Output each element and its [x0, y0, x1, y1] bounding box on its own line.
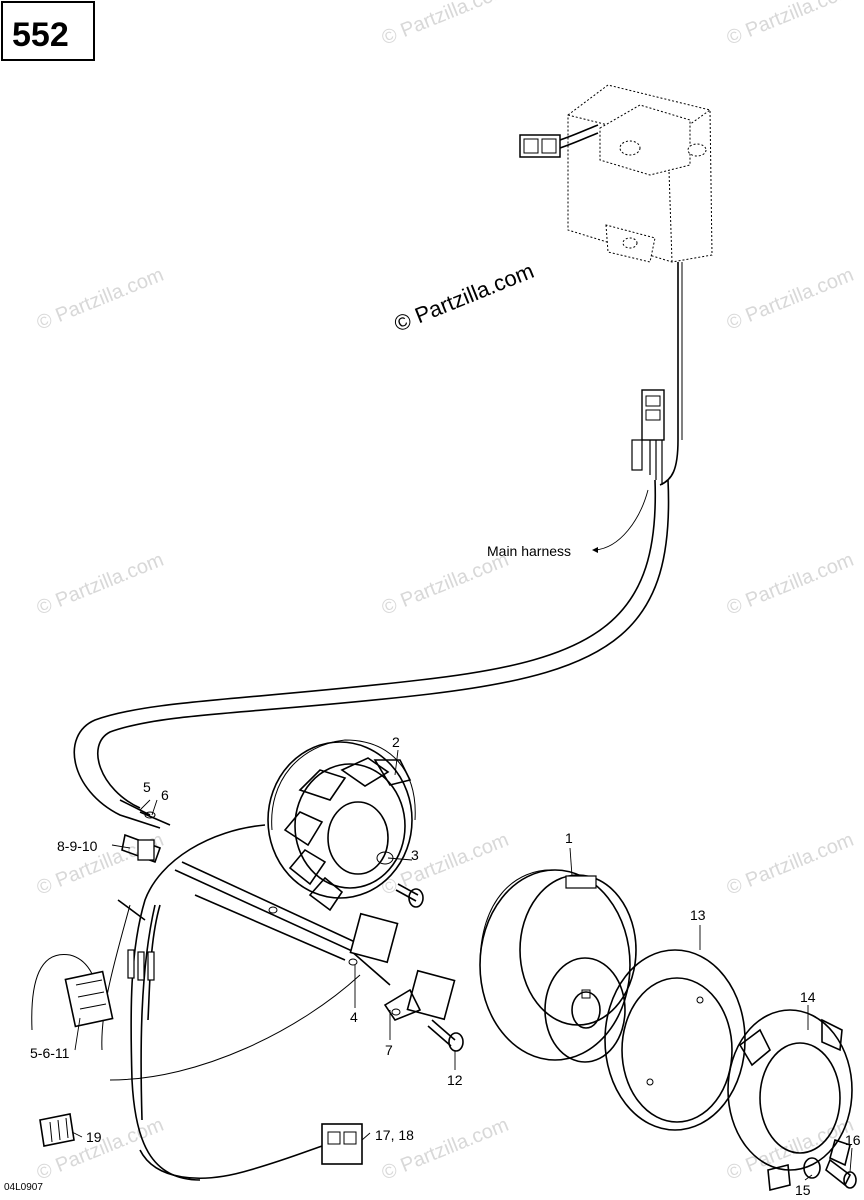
leader-lines: [71, 489, 853, 1181]
callout-labels: Main harness 1 2 3 4 5 6 7 8-9-10 5-6-11…: [4, 543, 861, 1198]
callout-16: 16: [845, 1132, 861, 1148]
callout-5-6-11: 5-6-11: [30, 1045, 70, 1061]
page-number: 552: [12, 16, 69, 54]
watermark: © Partzilla.com: [34, 264, 167, 335]
bolt-illustration: [395, 883, 424, 908]
watermark: © Partzilla.com: [379, 1114, 512, 1185]
callout-6: 6: [161, 787, 169, 803]
page-number-box: 552: [1, 1, 95, 61]
callout-15: 15: [795, 1182, 811, 1198]
watermark: © Partzilla.com: [724, 264, 857, 335]
screw-illustration: [803, 1157, 857, 1189]
watermark: © Partzilla.com: [724, 549, 857, 620]
watermark: © Partzilla.com: [379, 549, 512, 620]
starter-cover-illustration: [727, 1009, 853, 1192]
flywheel-illustration: [479, 869, 637, 1063]
watermark: © Partzilla.com: [724, 0, 857, 50]
callout-3: 3: [411, 847, 419, 863]
callout-5: 5: [143, 779, 151, 795]
callout-1: 1: [565, 830, 573, 846]
callout-7: 7: [385, 1042, 393, 1058]
watermark: © Partzilla.com: [724, 1114, 857, 1185]
callout-4: 4: [350, 1009, 358, 1025]
callout-8-9-10: 8-9-10: [57, 838, 98, 854]
callout-14: 14: [800, 989, 816, 1005]
callout-13: 13: [690, 907, 706, 923]
callout-19: 19: [86, 1129, 102, 1145]
figure-reference: 04L0907: [4, 1182, 43, 1193]
watermark: © Partzilla.com: [379, 0, 512, 50]
connector-illustration: [321, 1123, 363, 1165]
ignition-module-illustration: [519, 84, 713, 263]
callout-17-18: 17, 18: [375, 1127, 414, 1143]
callout-2: 2: [392, 734, 400, 750]
harness-cable: [73, 262, 683, 829]
wiring-bundle: [31, 799, 361, 1181]
stator-illustration: [267, 739, 416, 912]
bolt-illustration: [427, 1019, 464, 1052]
watermark: © Partzilla.com: [34, 549, 167, 620]
copyright-text: © Partzilla.com: [391, 258, 538, 337]
trigger-coil-illustration: [174, 861, 456, 1021]
connector-illustration: [39, 1113, 75, 1147]
watermark: © Partzilla.com: [724, 829, 857, 900]
callout-main-harness: Main harness: [487, 543, 571, 559]
callout-12: 12: [447, 1072, 463, 1088]
ring-illustration: [604, 949, 746, 1131]
